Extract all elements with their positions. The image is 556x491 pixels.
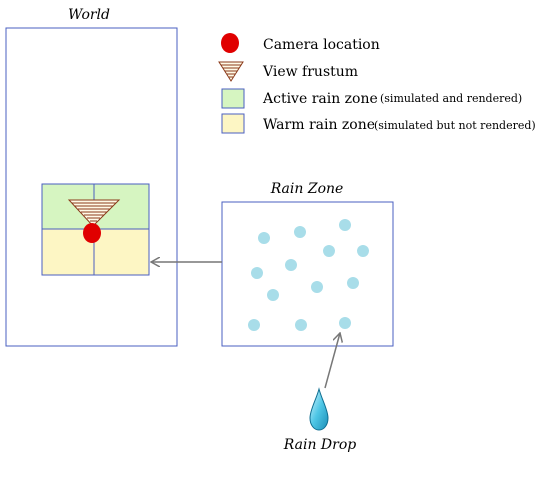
rain-particle — [285, 259, 297, 271]
rain-drop-to-particle-arrow — [324, 333, 340, 389]
legend-camera-icon — [221, 33, 239, 53]
legend-active-label: Active rain zone — [262, 91, 378, 107]
rain-particle — [323, 245, 335, 257]
rain-particle — [267, 289, 279, 301]
rain-particle — [251, 267, 263, 279]
rain-drop-icon — [309, 387, 329, 431]
rain-particles — [248, 219, 369, 331]
legend-active-icon — [221, 88, 245, 109]
rain-particle — [311, 281, 323, 293]
rain-particle — [339, 317, 351, 329]
world-title: World — [68, 7, 110, 23]
legend-warm-label: Warm rain zone — [263, 117, 375, 133]
rain-zone-title: Rain Zone — [270, 181, 344, 197]
legend-warm-note: (simulated but not rendered) — [374, 119, 536, 132]
rain-drop-label: Rain Drop — [283, 437, 356, 453]
world-frustum — [67, 199, 121, 227]
rain-particle — [295, 319, 307, 331]
rain-particle — [347, 277, 359, 289]
legend-camera-label: Camera location — [263, 37, 380, 53]
legend-warm-icon — [221, 113, 245, 134]
rain-particle — [357, 245, 369, 257]
legend-frustum-label: View frustum — [262, 64, 358, 80]
rain-particle — [258, 232, 270, 244]
world-camera-marker — [83, 223, 101, 243]
legend-active-note: (simulated and rendered) — [380, 92, 522, 105]
rain-particle — [339, 219, 351, 231]
rain-zone-box — [221, 201, 394, 347]
legend: Camera location View frustum Active rain… — [218, 33, 536, 134]
rain-particle — [248, 319, 260, 331]
legend-frustum-icon — [218, 61, 244, 82]
rain-particle — [294, 226, 306, 238]
